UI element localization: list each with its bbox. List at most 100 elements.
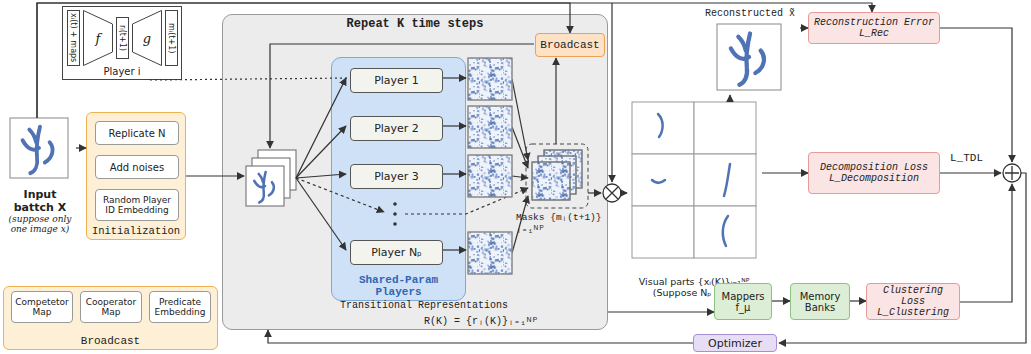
node-text: Replicate N: [109, 128, 166, 139]
flow-arrow: [729, 95, 730, 102]
loss-box: Clustering Loss L_Clustering: [866, 283, 960, 320]
mask-noise: [468, 155, 512, 197]
part-cell: [694, 154, 756, 206]
flow-arrow: [960, 184, 1012, 302]
flow-arrow: [621, 192, 627, 193]
stack-glyph: [254, 172, 274, 202]
encoder-trapezoid: f: [83, 10, 113, 66]
dot: [393, 212, 397, 216]
mask-output-box: mᵢ(t+1): [165, 10, 178, 66]
optimizer-box: Optimizer: [693, 334, 777, 352]
node-text: f: [96, 31, 101, 46]
player-box: Player Nₚ: [350, 240, 443, 265]
connector: [850, 300, 866, 301]
node-text: Competetor Map: [15, 297, 69, 317]
multiply-symbol: [603, 184, 621, 202]
flow-arrow: [512, 196, 528, 253]
connector: [150, 78, 350, 80]
input-to-multiply-arrow: [611, 3, 612, 182]
map-box: Cooperator Map: [80, 291, 142, 323]
input-image-node: Input battch X(suppose only one image x): [4, 118, 76, 236]
node-text: Input battch X: [7, 188, 73, 214]
mask-image: [468, 232, 512, 274]
mask-noise: [544, 150, 582, 188]
part-cell: [632, 102, 694, 154]
node-text: Predicate Embedding: [153, 297, 207, 317]
flow-arrow: [940, 172, 1001, 173]
node-text: xᵢ(t) + maps: [69, 13, 78, 62]
part-stroke: [724, 164, 730, 196]
connector: [76, 147, 86, 148]
stack-to-player-arrows: [296, 78, 384, 250]
player-box: Player 2: [350, 116, 443, 141]
part-stroke: [723, 216, 728, 246]
player-detail-box: Player i xᵢ(t) + maps f rᵢ(t+1) g mᵢ(t+1): [62, 6, 182, 80]
decoder-trapezoid: g: [132, 10, 162, 66]
mask-noise: [468, 58, 512, 100]
flow-arrow: [588, 192, 601, 193]
broadcast-arrow: [270, 44, 534, 148]
mask-images: [468, 58, 512, 274]
flow-arrow: [405, 188, 528, 214]
label-text: Masks {mᵢ(t+1)}ᵢ₌₁ᴺᴾ: [516, 212, 608, 235]
part-cell: [694, 206, 756, 258]
process-box: Add noises: [95, 155, 179, 179]
mask-stack-outline: [526, 144, 588, 208]
initialization-box: InitializationReplicate NAdd noisesRando…: [86, 112, 186, 240]
map-box: Competetor Map: [11, 291, 73, 323]
flow-arrow: [441, 173, 466, 174]
loss-arrows: [779, 28, 1026, 343]
repeat-panel: Repeat K time stepsBroadcastShared-Param…: [222, 14, 608, 330]
player-box: Player 1: [350, 68, 443, 93]
node-text: Initialization: [92, 225, 180, 237]
reconstructed-image-frame: [717, 24, 781, 90]
part-cell: [632, 206, 694, 258]
mask-noise: [468, 106, 512, 148]
shared-players-panel: Shared-Param Players Player 1 Player 2 Play…: [331, 57, 466, 301]
node-text: Cooperator Map: [84, 297, 138, 317]
player-to-mask-arrows: [405, 78, 528, 253]
node-text: Shared-Param Players: [335, 274, 462, 298]
mask-stack: [532, 150, 582, 200]
visual-parts-node: Visual parts {xᵢ(K)}ᵢ₌₁ᴺᴾ(Suppose Nₚ = 6…: [626, 102, 762, 300]
node-text: Decomposition Loss L_Decomposition: [812, 162, 936, 184]
connector: [268, 330, 693, 343]
node-text: Player i: [103, 66, 140, 77]
flow-arrow: [186, 175, 244, 176]
input-state-box: xᵢ(t) + maps: [67, 10, 80, 66]
node-text: g: [143, 31, 151, 46]
mask-image: [468, 106, 512, 148]
stack-image: [258, 150, 296, 190]
mask-noise: [538, 156, 576, 194]
node-text: Mappers f_μ: [718, 291, 768, 313]
flow-arrow: [940, 28, 1012, 162]
part-cell: [694, 102, 756, 154]
node-text: Add noises: [110, 162, 164, 173]
mapper-box: Mappers f_μ: [714, 283, 772, 320]
mask-noise: [532, 162, 570, 200]
dot: [393, 202, 397, 206]
reconstructed-glyph: [731, 34, 764, 85]
loss-box: Decomposition Loss L_Decomposition: [808, 152, 940, 194]
process-box: Replicate N: [95, 121, 179, 145]
flow-arrow: [296, 178, 346, 250]
mask-image: [468, 155, 512, 197]
trapezoid-shape: [133, 11, 162, 66]
sum-symbol: [1003, 164, 1021, 182]
mask-noise: [468, 232, 512, 274]
mask-image: [532, 162, 570, 200]
node-text: Repeat K time steps: [347, 17, 484, 31]
node-text: Player 3: [374, 170, 419, 183]
flow-arrow: [296, 78, 346, 178]
mask-to-broadcast-arrow: [555, 58, 556, 144]
flow-arrow: [441, 77, 466, 78]
input-image-frame: [10, 118, 68, 178]
connector: [37, 3, 872, 118]
node-text: Optimizer: [708, 337, 762, 350]
representation-box: rᵢ(t+1): [116, 17, 129, 59]
flow-arrow: [512, 127, 528, 168]
flow-arrow: [441, 249, 466, 250]
flow-arrow: [512, 176, 528, 178]
part-stroke: [652, 180, 665, 183]
